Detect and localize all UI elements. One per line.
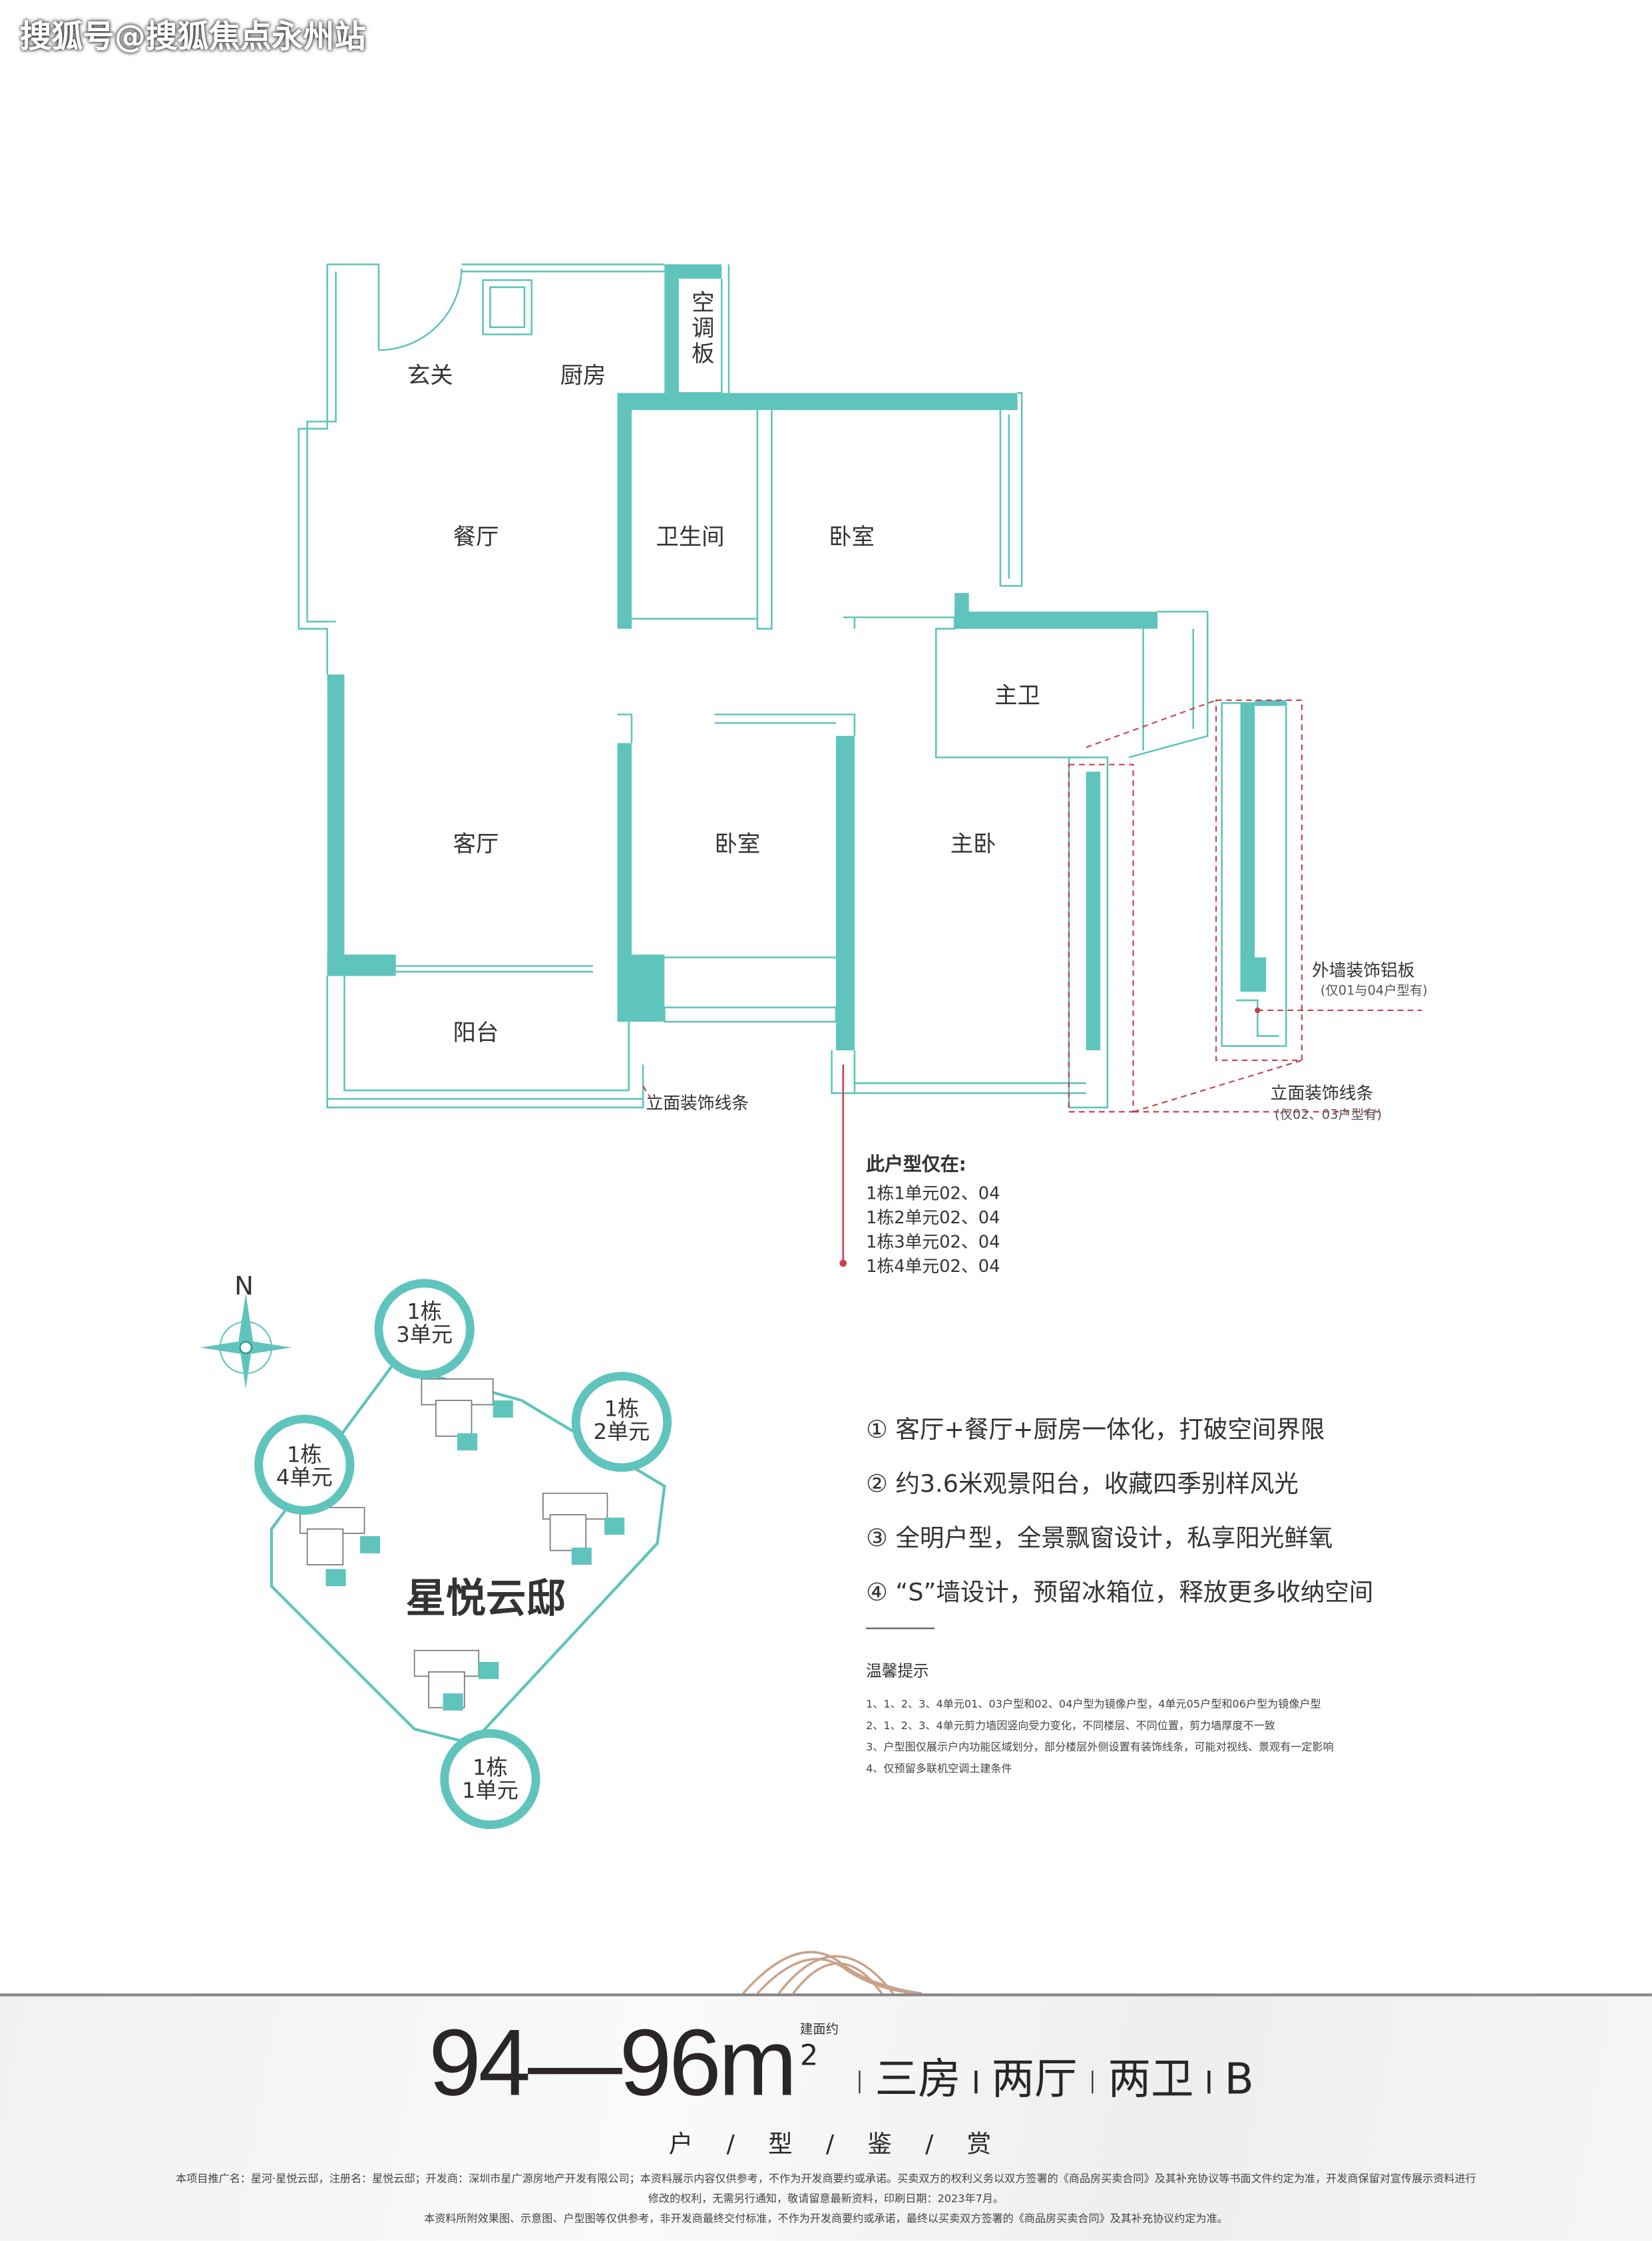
- availability-title: 此户型仅在:: [866, 1154, 966, 1176]
- bubble-line: 2单元: [593, 1418, 650, 1445]
- tip-item: 1、1、2、3、4单元01、03户型和02、04户型为镜像户型，4单元05户型和…: [866, 1697, 1321, 1711]
- room-bedroom-1: 卧室: [829, 522, 875, 550]
- area-unit-sup: 2: [799, 2037, 819, 2073]
- separator: [1207, 2069, 1211, 2093]
- room-bedroom-2: 卧室: [714, 830, 761, 858]
- bubble-line: 1单元: [461, 1777, 518, 1804]
- availability-unit: 1栋4单元02、04: [866, 1256, 1000, 1277]
- room-master-bedroom: 主卧: [950, 830, 996, 858]
- footer-rule: [0, 1993, 1652, 1997]
- bubble-line: 1栋: [473, 1754, 508, 1781]
- area-label: 建面约: [799, 2023, 839, 2038]
- plan-walls: [327, 264, 1287, 1051]
- feature-item: ④ “S”墙设计，预留冰箱位，释放更多收纳空间: [866, 1579, 1374, 1608]
- room-dining: 餐厅: [453, 522, 499, 550]
- bubble-line: 1栋: [604, 1396, 640, 1422]
- feature-list: ① 客厅+餐厅+厨房一体化，打破空间界限 ② 约3.6米观景阳台，收藏四季别样风…: [866, 1409, 1373, 1626]
- separator: [858, 2069, 861, 2093]
- room-ac-board: 空调板: [692, 288, 715, 367]
- disclaimer-line: 修改的权利，无需另行通知，敬请留意最新资料，印刷日期：2023年7月。: [648, 2192, 1004, 2205]
- building-sketches: [300, 1378, 608, 1709]
- facade-line-note-right: (仅02、03户型有): [1275, 1109, 1382, 1123]
- separator: [974, 2069, 978, 2093]
- watermark: 搜狐号@搜狐焦点永州站: [20, 20, 366, 56]
- room-living: 客厅: [453, 830, 499, 858]
- feature-item: ① 客厅+餐厅+厨房一体化，打破空间界限: [866, 1416, 1325, 1445]
- tips-title: 温馨提示: [866, 1661, 929, 1681]
- compass-icon: [200, 1293, 292, 1389]
- bubble-line: 1栋: [407, 1299, 442, 1325]
- disclaimer-line: 本项目推广名：星河·星悦云邸，注册名：星悦云邸；开发商：深圳市星广源房地产开发有…: [176, 2172, 1476, 2185]
- north-label: N: [234, 1271, 254, 1302]
- room-master-bath: 主卫: [994, 682, 1041, 709]
- layout-title: 三房两厅两卫 B: [845, 2055, 1254, 2106]
- floor-plan-drawing: [298, 263, 1422, 1267]
- area-range: 94—96m: [429, 2009, 797, 2115]
- divider: [866, 1627, 935, 1629]
- availability-unit: 1栋3单元02、04: [866, 1231, 1000, 1252]
- bubble-line: 3单元: [396, 1321, 453, 1348]
- site-map: [200, 1279, 672, 1830]
- separator: [1091, 2069, 1094, 2093]
- availability-box: 此户型仅在: 1栋1单元02、04 1栋2单元02、04 1栋3单元02、04 …: [866, 1149, 1000, 1279]
- aluminum-panel-label: 外墙装饰铝板: [1311, 960, 1415, 980]
- layout-halls: 两厅: [991, 2055, 1078, 2105]
- tip-item: 2、1、2、3、4单元剪力墙因竖向受力变化，不同楼层、不同位置，剪力墙厚度不一致: [866, 1719, 1275, 1732]
- leader-dot: [839, 1259, 847, 1267]
- layout-type: B: [1224, 2055, 1254, 2105]
- room-kitchen: 厨房: [560, 361, 606, 389]
- tip-item: 3、户型图仅展示户内功能区域划分，部分楼层外侧设置有装饰线条，可能对视线、景观有…: [866, 1740, 1334, 1754]
- site-name: 星悦云邸: [405, 1574, 566, 1622]
- bubble-line: 1栋: [286, 1442, 322, 1468]
- tip-item: 4、仅预留多联机空调土建条件: [866, 1762, 1012, 1775]
- feature-item: ② 约3.6米观景阳台，收藏四季别样风光: [866, 1470, 1299, 1500]
- mountain-logo: [742, 1951, 923, 1995]
- annotation-leaders: [642, 699, 1422, 1113]
- facade-line-label-right: 立面装饰线条: [1270, 1083, 1374, 1104]
- room-balcony: 阳台: [453, 1018, 499, 1046]
- bubble-line: 4单元: [276, 1464, 333, 1491]
- facade-line-label-left: 立面装饰线条: [646, 1093, 749, 1114]
- availability-unit: 1栋2单元02、04: [866, 1207, 1000, 1228]
- leader-dot: [1255, 1007, 1261, 1014]
- unit-bubbles: [254, 1279, 672, 1830]
- area-annotation: 建面约 2: [800, 2012, 839, 2071]
- tips: 温馨提示 1、1、2、3、4单元01、03户型和02、04户型为镜像户型，4单元…: [866, 1659, 1334, 1782]
- availability-unit: 1栋1单元02、04: [866, 1183, 1000, 1203]
- room-bathroom: 卫生间: [656, 522, 725, 550]
- aluminum-panel-note: (仅01与04户型有): [1320, 984, 1428, 999]
- unit-markers: [325, 1400, 625, 1711]
- feature-item: ③ 全明户型，全景飘窗设计，私享阳光鲜氧: [866, 1524, 1333, 1553]
- subtitle: 户 / 型 / 鉴 / 赏: [668, 2131, 994, 2160]
- layout-rooms: 三房: [875, 2055, 961, 2105]
- room-entry: 玄关: [407, 361, 453, 389]
- layout-baths: 两卫: [1108, 2055, 1194, 2105]
- disclaimer-line: 本资料所附效果图、示意图、户型图等仅供参考，非开发商最终交付标准，不作为开发商要…: [424, 2212, 1228, 2225]
- plan-outlines: [298, 263, 1287, 1109]
- footer-title-row: 94—96m 建面约 2 三房两厅两卫 B: [429, 2012, 1254, 2112]
- footer-band: [0, 1993, 1652, 2241]
